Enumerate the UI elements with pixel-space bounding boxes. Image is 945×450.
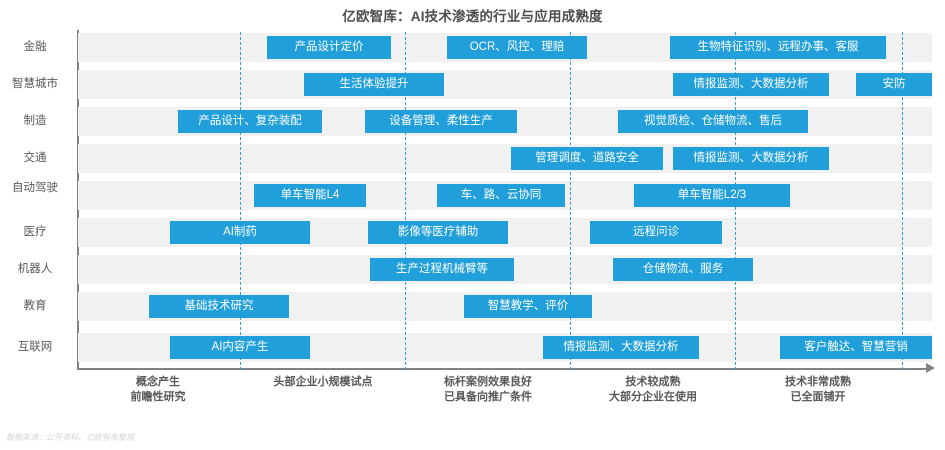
activity-bar[interactable]: 安防	[856, 73, 932, 96]
stage-label-line: 已全面铺开	[790, 391, 846, 403]
activity-bar[interactable]: 智慧教学、评价	[464, 295, 592, 318]
stage-divider-5	[902, 32, 903, 370]
activity-bar[interactable]: 影像等医疗辅助	[368, 221, 508, 244]
activity-bar[interactable]: 车、路、云协同	[437, 184, 565, 207]
activity-bar[interactable]: 产品设计定价	[267, 36, 391, 59]
row-label-line: 驾驶	[35, 182, 58, 194]
stage-label-line: 已具备向推广条件	[444, 391, 532, 403]
row-label-line: 智慧城市	[12, 78, 58, 90]
activity-bar[interactable]: 设备管理、柔性生产	[365, 110, 517, 133]
stage-label-line: 技术非常成熟	[785, 376, 851, 388]
stage-label-3: 标杆案例效果良好已具备向推广条件	[408, 375, 568, 405]
activity-bar[interactable]: 视觉质检、仓储物流、售后	[618, 110, 808, 133]
x-axis-line	[78, 368, 928, 370]
activity-bar[interactable]: 管理调度、道路安全	[511, 147, 663, 170]
row-label-line: 交通	[23, 152, 47, 164]
row-label-自动驾驶: 自动驾驶	[0, 181, 70, 195]
activity-bar[interactable]: 情报监测、大数据分析	[543, 336, 699, 359]
activity-bar[interactable]: 单车智能L2/3	[634, 184, 790, 207]
source-note: 数据来源：公开资料、亿欧智库整理	[6, 433, 134, 442]
activity-bar[interactable]: 情报监测、大数据分析	[673, 73, 829, 96]
row-label-交通: 交通	[0, 151, 70, 165]
activity-bar[interactable]: 远程问诊	[590, 221, 722, 244]
activity-bar[interactable]: OCR、风控、理赔	[447, 36, 587, 59]
row-label-line: 互联网	[17, 341, 53, 353]
stage-label-line: 前瞻性研究	[130, 391, 186, 403]
row-label-line: 自动	[12, 182, 35, 194]
activity-bar[interactable]: 生物特征识别、远程办事、客服	[670, 36, 886, 59]
activity-bar[interactable]: 情报监测、大数据分析	[673, 147, 829, 170]
stage-label-line: 技术较成熟	[625, 376, 681, 388]
activity-bar[interactable]: 产品设计、复杂装配	[178, 110, 322, 133]
row-label-制造: 制造	[0, 114, 70, 128]
activity-bar[interactable]: AI制药	[170, 221, 310, 244]
activity-bar[interactable]: 生产过程机械臂等	[370, 258, 514, 281]
page-title: 亿欧智库：AI技术渗透的行业与应用成熟度	[342, 9, 603, 24]
stage-divider-3	[570, 32, 571, 370]
stage-divider-2	[405, 32, 406, 370]
row-label-line: 机器人	[17, 263, 53, 275]
stage-label-line: 大部分企业在使用	[609, 391, 697, 403]
row-label-医疗: 医疗	[0, 225, 70, 239]
activity-bar[interactable]: 单车智能L4	[254, 184, 366, 207]
x-axis-arrow-icon	[926, 363, 935, 373]
row-label-机器人: 机器人	[0, 262, 70, 276]
stage-label-line: 头部企业小规模试点	[273, 376, 373, 388]
activity-bar[interactable]: 客户触达、智慧营销	[780, 336, 932, 359]
row-label-line: 金融	[23, 41, 47, 53]
activity-bar[interactable]: 仓储物流、服务	[613, 258, 753, 281]
row-label-互联网: 互联网	[0, 340, 70, 354]
stage-label-line: 概念产生	[136, 376, 180, 388]
row-label-智慧城市: 智慧城市	[0, 77, 70, 91]
activity-bar[interactable]: 生活体验提升	[304, 73, 444, 96]
stage-label-line: 标杆案例效果良好	[444, 376, 532, 388]
activity-bar[interactable]: AI内容产生	[170, 336, 310, 359]
row-label-金融: 金融	[0, 40, 70, 54]
row-label-line: 医疗	[23, 226, 47, 238]
stage-label-4: 技术较成熟大部分企业在使用	[573, 375, 733, 405]
activity-bar[interactable]: 基础技术研究	[149, 295, 289, 318]
stage-label-5: 技术非常成熟已全面铺开	[738, 375, 898, 405]
stage-label-1: 概念产生前瞻性研究	[78, 375, 238, 405]
stage-label-2: 头部企业小规模试点	[243, 375, 403, 390]
stage-divider-1	[240, 32, 241, 370]
row-label-line: 教育	[23, 300, 47, 312]
row-label-line: 制造	[23, 115, 47, 127]
row-label-教育: 教育	[0, 299, 70, 313]
